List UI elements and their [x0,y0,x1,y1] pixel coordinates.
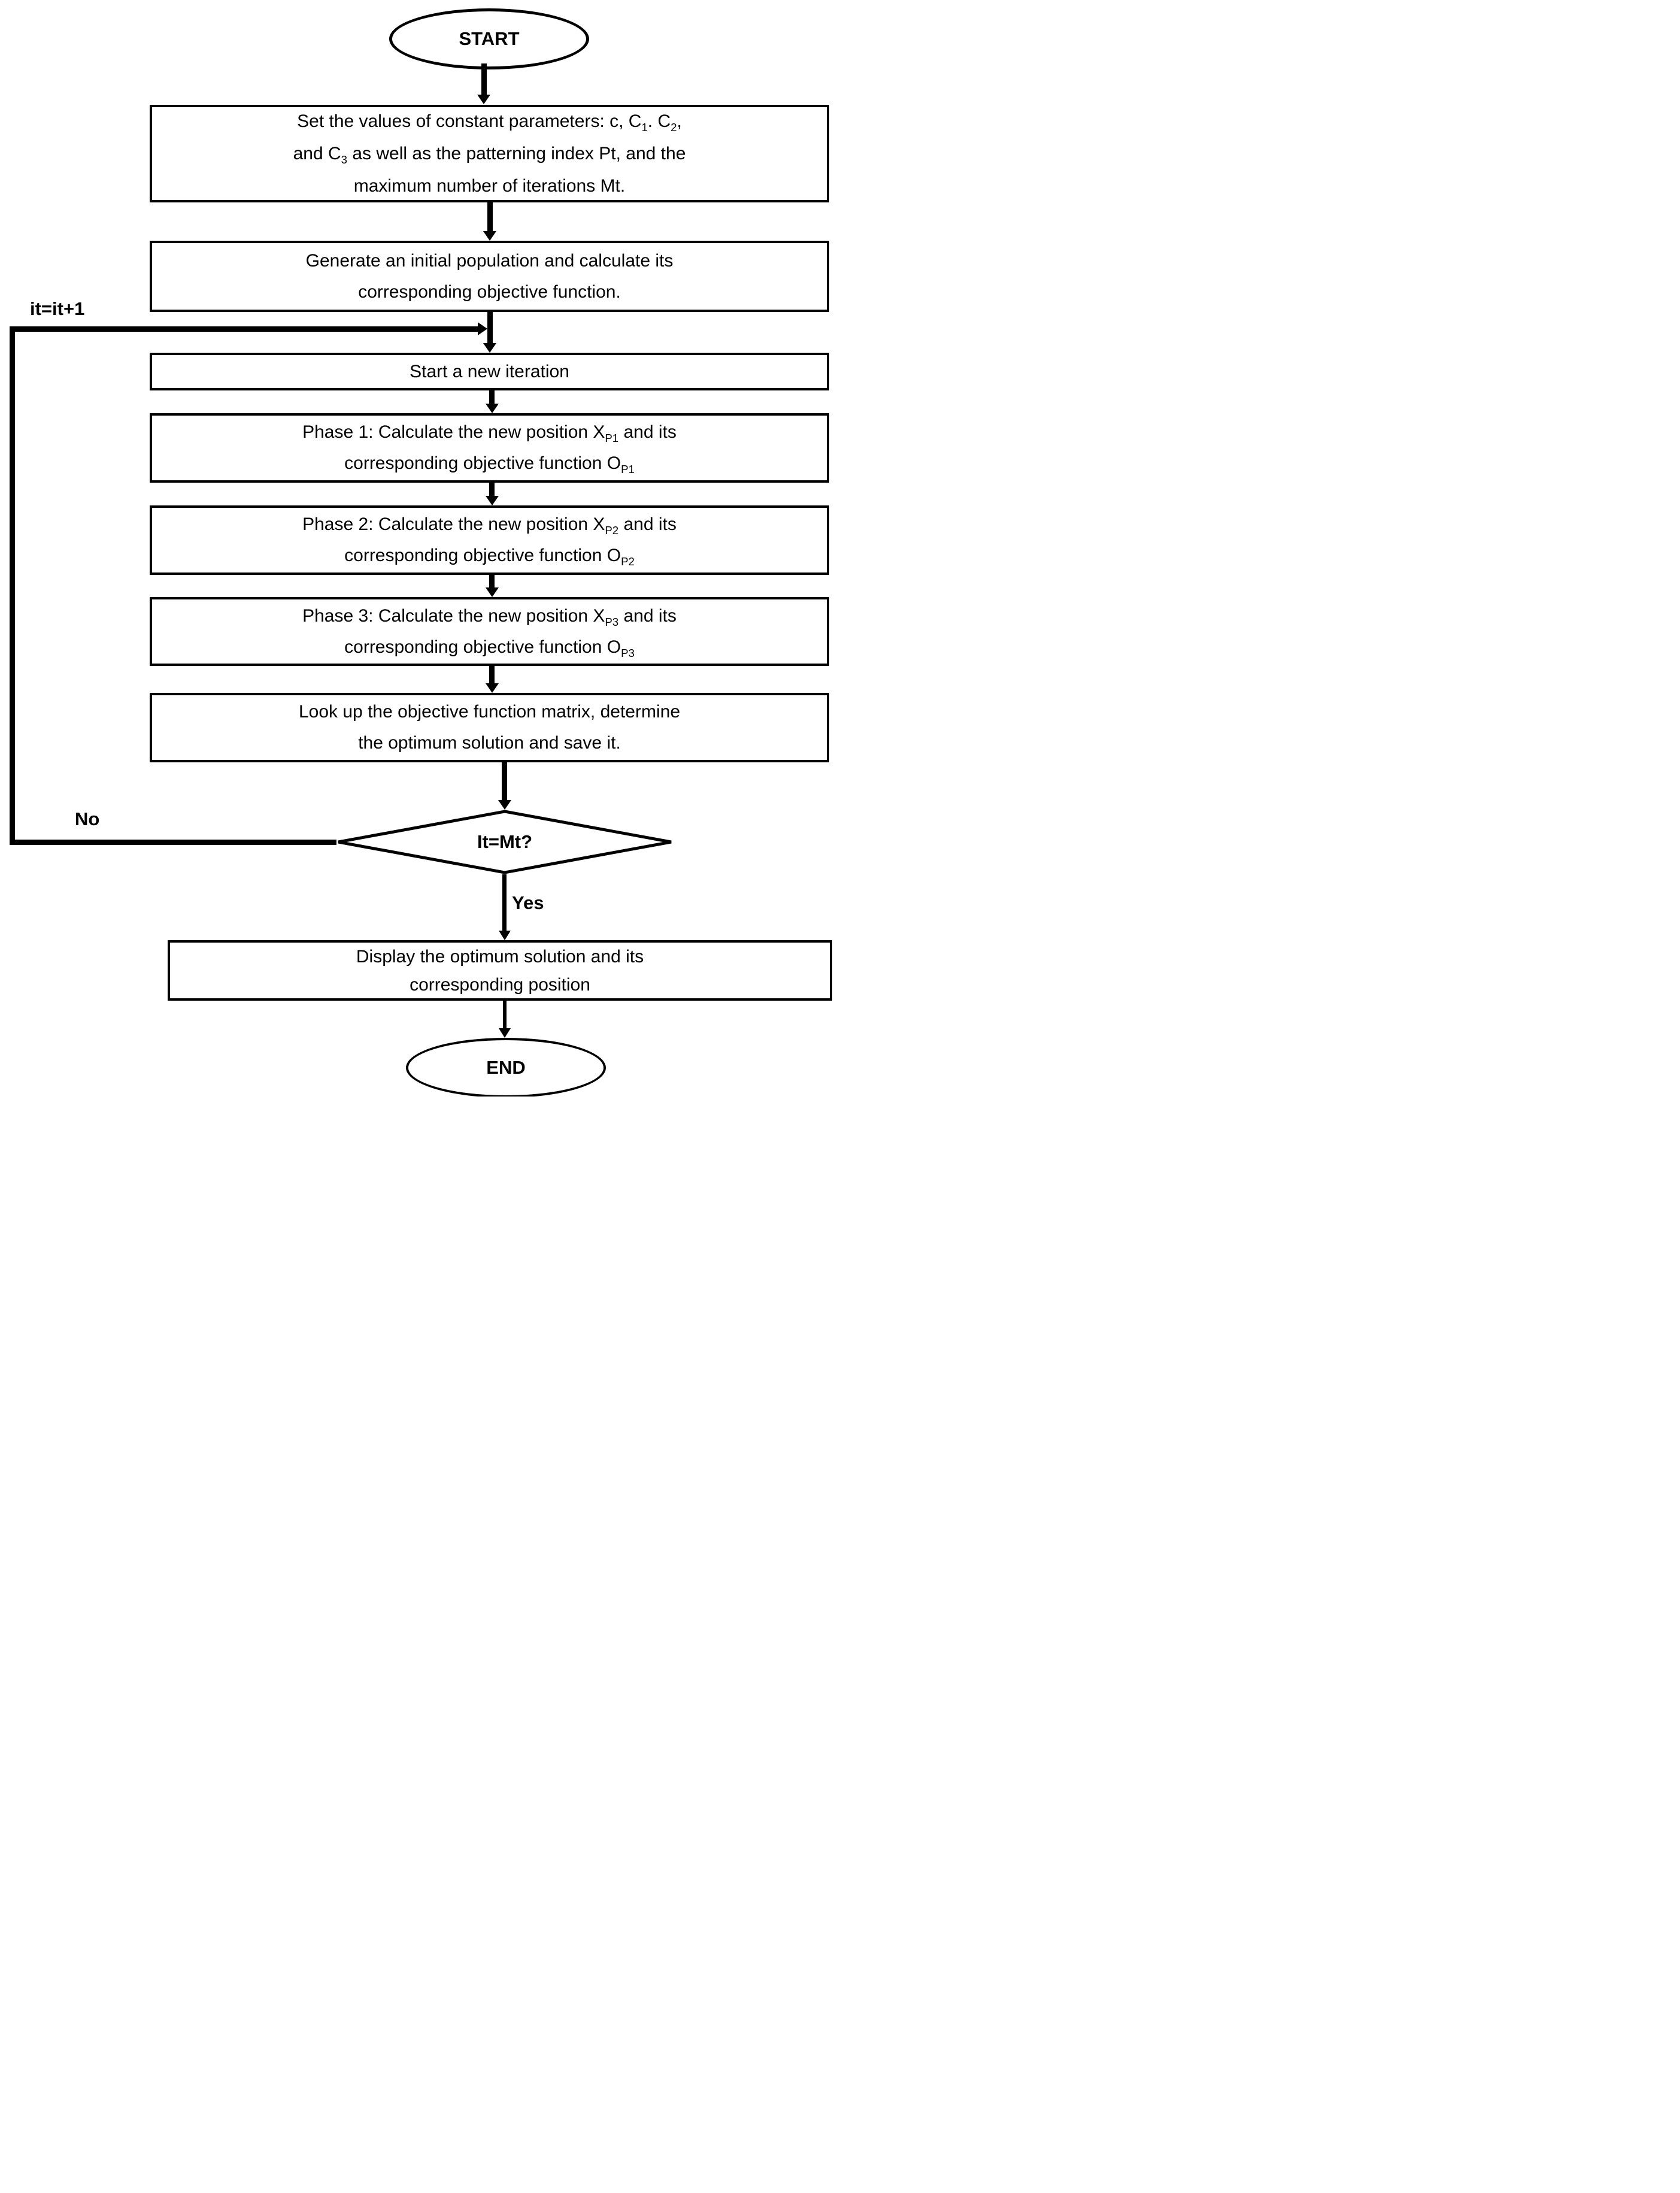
start-iteration-line1: Start a new iteration [410,356,569,387]
flow-arrow-phase3-to-lookup-shaft [489,666,495,683]
no-branch-line [10,840,336,845]
text-run: maximum number of iterations Mt. [353,175,626,196]
lookup-line2: the optimum solution and save it. [358,728,621,759]
text-run: and its [618,422,677,442]
process-box-phase2: Phase 2: Calculate the new position XP2 … [150,505,829,575]
no-branch-label: No [75,808,100,829]
flow-arrow-lookup-to-decision-head [498,800,511,810]
flow-arrow-generate-to-iteration-head [483,343,496,353]
start-terminator: START [389,8,589,69]
flow-arrow-iteration-to-phase1-head [486,404,499,413]
process-box-phase1: Phase 1: Calculate the new position XP1 … [150,413,829,483]
yes-branch-shaft [502,874,507,931]
flow-arrow-start-shaft [481,63,487,95]
text-run: Phase 3: Calculate the new position X [302,605,605,626]
subscript: P2 [605,524,619,537]
subscript: P1 [605,432,619,444]
flow-arrow-phase2-to-phase3-shaft [489,575,495,587]
text-run: Generate an initial population and calcu… [305,250,674,271]
set-parameters-line1: Set the values of constant parameters: c… [297,105,682,138]
text-run: Phase 1: Calculate the new position X [302,422,605,442]
subscript: P3 [621,646,635,659]
flow-arrow-phase3-to-lookup-head [486,683,499,693]
end-terminator: END [406,1038,606,1096]
decision-label: It=Mt? [477,831,533,852]
flow-arrow-phase1-to-phase2-shaft [489,483,495,496]
text-run: as well as the patterning index Pt, and … [347,143,686,163]
text-run: Set the values of constant parameters: c… [297,111,642,131]
display-line1: Display the optimum solution and its [356,943,644,971]
phase3-line2: corresponding objective function OP3 [344,632,635,663]
process-box-start-iteration: Start a new iteration [150,353,829,390]
text-run: and its [618,605,677,626]
text-run: corresponding objective function O [344,637,621,657]
lookup-line1: Look up the objective function matrix, d… [299,696,680,728]
process-box-set-parameters: Set the values of constant parameters: c… [150,105,829,202]
flow-arrow-generate-to-iteration-shaft [487,312,493,343]
flow-arrow-params-to-generate-head [483,231,496,241]
text-run: Phase 2: Calculate the new position X [302,514,605,534]
decision-diamond: It=Mt? [336,810,673,874]
start-label: START [459,28,520,49]
display-line2: corresponding position [410,971,590,999]
decision-diamond-shape [338,810,672,874]
subscript: P3 [605,615,619,628]
flow-arrow-display-to-end-head [499,1028,511,1038]
set-parameters-line3: maximum number of iterations Mt. [354,170,625,202]
text-run: Look up the objective function matrix, d… [298,702,681,722]
generate-line2: corresponding objective function. [358,277,621,308]
yes-branch-arrow-head [499,931,511,940]
end-label: END [486,1057,526,1078]
phase2-line1: Phase 2: Calculate the new position XP2 … [302,509,677,540]
text-run: the optimum solution and save it. [358,733,621,753]
subscript: 2 [671,120,677,134]
flow-arrow-start-head [477,95,490,104]
subscript: P2 [621,555,635,568]
yes-branch-label: Yes [512,892,544,913]
subscript: P1 [621,463,635,475]
loop-return-arrow-head [478,322,487,335]
loop-return-line-top [10,326,478,332]
flowchart-canvas: START Set the values of constant paramet… [0,0,840,1096]
subscript: 3 [341,153,348,166]
subscript: 1 [641,120,648,134]
text-run: and C [293,143,341,163]
flow-arrow-display-to-end-shaft [503,1001,507,1028]
process-box-lookup-optimum: Look up the objective function matrix, d… [150,693,829,762]
text-run: corresponding objective function. [358,281,621,302]
process-box-phase3: Phase 3: Calculate the new position XP3 … [150,597,829,666]
phase2-line2: corresponding objective function OP2 [344,540,635,571]
text-run: Display the optimum solution and its [356,946,644,967]
process-box-generate-population: Generate an initial population and calcu… [150,241,829,312]
text-run: corresponding objective function O [344,546,621,565]
flow-arrow-phase2-to-phase3-head [486,587,499,597]
loop-increment-label: it=it+1 [30,298,85,319]
phase1-line2: corresponding objective function OP1 [344,448,635,479]
text-run: . C [647,111,671,131]
phase1-line1: Phase 1: Calculate the new position XP1 … [302,417,677,448]
text-run: and its [618,514,677,534]
phase3-line1: Phase 3: Calculate the new position XP3 … [302,601,677,632]
process-box-display-result: Display the optimum solution and its cor… [168,940,832,1001]
text-run: corresponding objective function O [344,453,621,473]
text-run: , [677,111,682,131]
flow-arrow-lookup-to-decision-shaft [502,762,507,800]
text-run: Start a new iteration [410,361,569,381]
generate-line1: Generate an initial population and calcu… [306,246,674,277]
text-run: corresponding position [410,974,590,995]
loop-return-line-left [10,326,15,845]
set-parameters-line2: and C3 as well as the patterning index P… [293,138,686,170]
flow-arrow-iteration-to-phase1-shaft [489,390,495,404]
flow-arrow-phase1-to-phase2-head [486,496,499,505]
flow-arrow-params-to-generate-shaft [487,202,493,231]
